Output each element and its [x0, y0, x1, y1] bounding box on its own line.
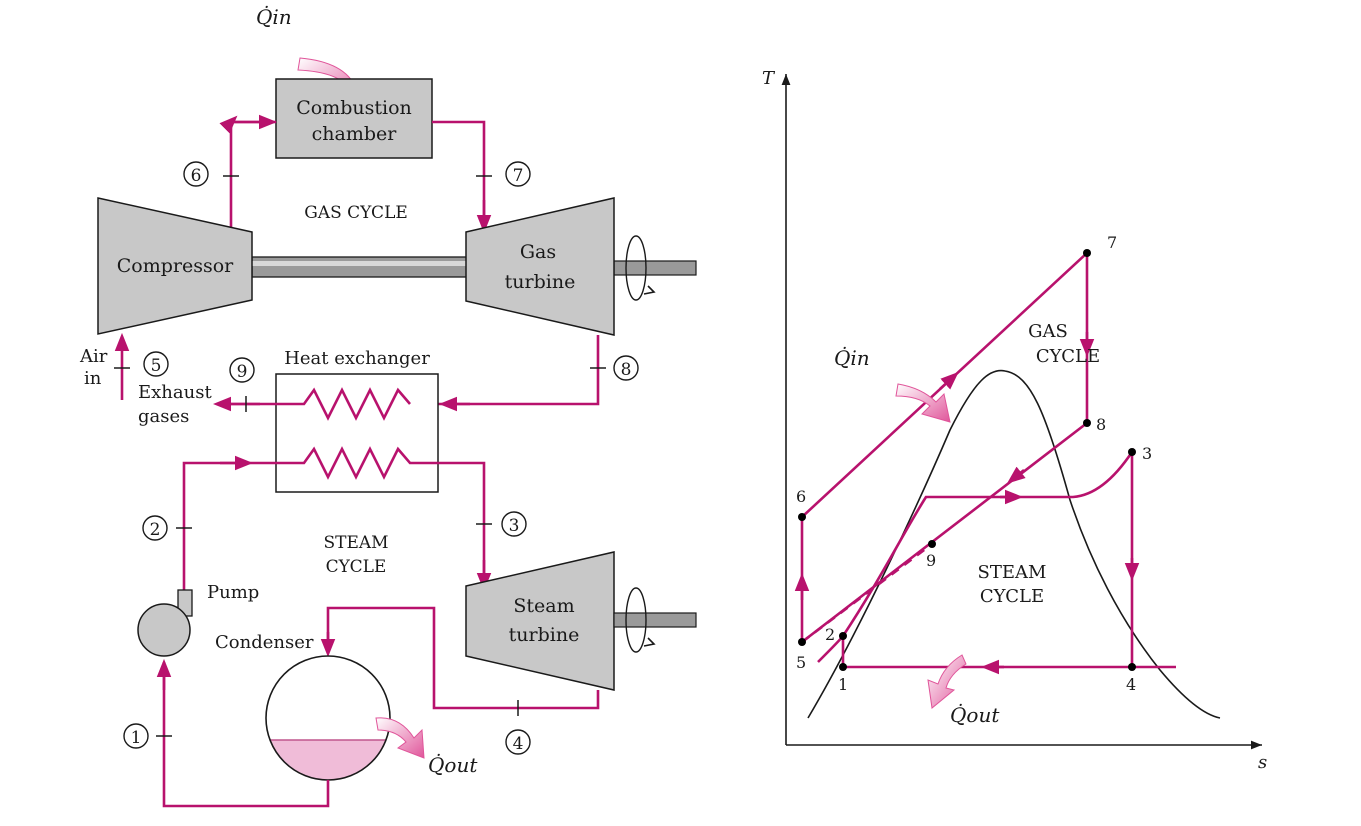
svg-text:1: 1 — [131, 728, 142, 748]
exhaust-label-2: gases — [138, 406, 189, 427]
condensate-level — [266, 740, 390, 780]
state-label-2: 2 — [142, 515, 168, 541]
svg-text:3: 3 — [509, 516, 520, 536]
gas-cycle-label: GAS CYCLE — [304, 203, 408, 223]
svg-text:4: 4 — [513, 734, 524, 754]
steam-turbine-label-1: Steam — [513, 595, 574, 617]
ts-point-9 — [928, 540, 936, 548]
state-label-6: 6 — [183, 161, 209, 187]
q-out-label: Q̇out — [428, 753, 478, 777]
gas-cycle-dashed — [801, 542, 933, 644]
svg-text:7: 7 — [513, 166, 524, 186]
shaft-highlight — [252, 261, 468, 266]
combustion-chamber-label-1: Combustion — [296, 97, 412, 119]
ts-point-2 — [839, 632, 847, 640]
pipe-7 — [432, 120, 486, 228]
steam-turbine-label-2: turbine — [509, 624, 580, 646]
ts-label-3: 3 — [1142, 444, 1152, 463]
condenser-label: Condenser — [215, 632, 314, 653]
q-in-label: Q̇in — [256, 5, 292, 29]
gas-turbine — [465, 197, 615, 336]
gas-cycle-path — [800, 250, 1089, 644]
heat-exchanger-label: Heat exchanger — [284, 348, 430, 369]
ts-gas-cycle-label-2: CYCLE — [1036, 346, 1100, 367]
ts-label-5: 5 — [796, 653, 806, 672]
svg-text:8: 8 — [621, 360, 632, 380]
state-label-5: 5 — [143, 351, 169, 377]
steam-cycle-label-1: STEAM — [323, 533, 388, 553]
ts-label-6: 6 — [796, 487, 806, 506]
pump — [137, 603, 191, 657]
compressor-label: Compressor — [117, 255, 234, 277]
steam-cycle-path — [841, 447, 1134, 669]
exhaust-label-1: Exhaust — [138, 382, 212, 403]
svg-text:2: 2 — [150, 520, 161, 540]
ts-label-2: 2 — [825, 625, 835, 644]
gas-turbine-label-2: turbine — [505, 271, 576, 293]
ts-point-3 — [1128, 448, 1136, 456]
t-axis-label: T — [762, 68, 776, 89]
steam-turbine-rotation-arrow — [643, 637, 656, 647]
ts-heat-in-arrow — [895, 383, 951, 423]
ts-gas-cycle-label-1: GAS — [1028, 321, 1068, 342]
air-in-label-1: Air — [79, 346, 108, 367]
gas-turbine-rotation-icon — [625, 235, 647, 301]
shaft — [251, 256, 469, 278]
steam-turbine — [465, 551, 615, 691]
combustion-chamber-label-2: chamber — [312, 123, 398, 145]
ts-diagram: T s Q̇in Q̇out GAS CYCLE STEAM CYCLE — [762, 68, 1267, 773]
state-label-4: 4 — [505, 729, 531, 755]
ts-heat-out-arrow — [927, 654, 967, 709]
pipe-8 — [410, 335, 600, 406]
steam-turbine-rotation-icon — [625, 587, 647, 653]
svg-text:6: 6 — [191, 166, 202, 186]
ts-label-8: 8 — [1096, 415, 1106, 434]
state-label-1: 1 — [123, 723, 149, 749]
state-label-7: 7 — [505, 161, 531, 187]
ts-label-1: 1 — [838, 675, 848, 694]
pipe-4 — [326, 606, 600, 710]
svg-text:5: 5 — [151, 356, 162, 376]
gas-cycle-arrow-6-7 — [939, 371, 959, 390]
schematic: Q̇in Combustion chamber Compressor Gas t… — [79, 5, 697, 808]
state-label-8: 8 — [613, 355, 639, 381]
gas-turbine-rotation-arrow — [643, 285, 656, 295]
ts-label-9: 9 — [926, 551, 936, 570]
gas-turbine-label-1: Gas — [520, 241, 556, 263]
ts-steam-cycle-label-2: CYCLE — [980, 586, 1044, 607]
ts-q-in-label: Q̇in — [834, 346, 870, 370]
hx-steam-coil — [182, 446, 486, 580]
ts-point-6 — [798, 513, 806, 521]
compressor — [97, 197, 253, 335]
state-label-9: 9 — [229, 357, 255, 383]
steam-turbine-output-shaft — [613, 612, 697, 628]
ts-point-1 — [839, 663, 847, 671]
ts-label-7: 7 — [1107, 233, 1117, 252]
svg-text:9: 9 — [237, 362, 248, 382]
ts-q-out-label: Q̇out — [950, 703, 1000, 727]
s-axis-label: s — [1258, 752, 1267, 773]
hx-gas-coil — [218, 387, 411, 421]
ts-steam-cycle-label-1: STEAM — [978, 562, 1047, 583]
heat-out-arrow — [375, 717, 425, 759]
air-in-label-2: in — [84, 368, 102, 389]
ts-point-7 — [1083, 249, 1091, 257]
ts-point-8 — [1083, 419, 1091, 427]
ts-label-4: 4 — [1126, 675, 1136, 694]
pipe-1 — [162, 662, 330, 808]
pump-label: Pump — [207, 582, 259, 603]
state-label-3: 3 — [501, 511, 527, 537]
steam-cycle-label-2: CYCLE — [326, 557, 387, 577]
combustion-chamber — [275, 78, 433, 159]
gas-cycle-arrow-8-9 — [1006, 466, 1026, 484]
ts-point-5 — [798, 638, 806, 646]
ts-point-4 — [1128, 663, 1136, 671]
